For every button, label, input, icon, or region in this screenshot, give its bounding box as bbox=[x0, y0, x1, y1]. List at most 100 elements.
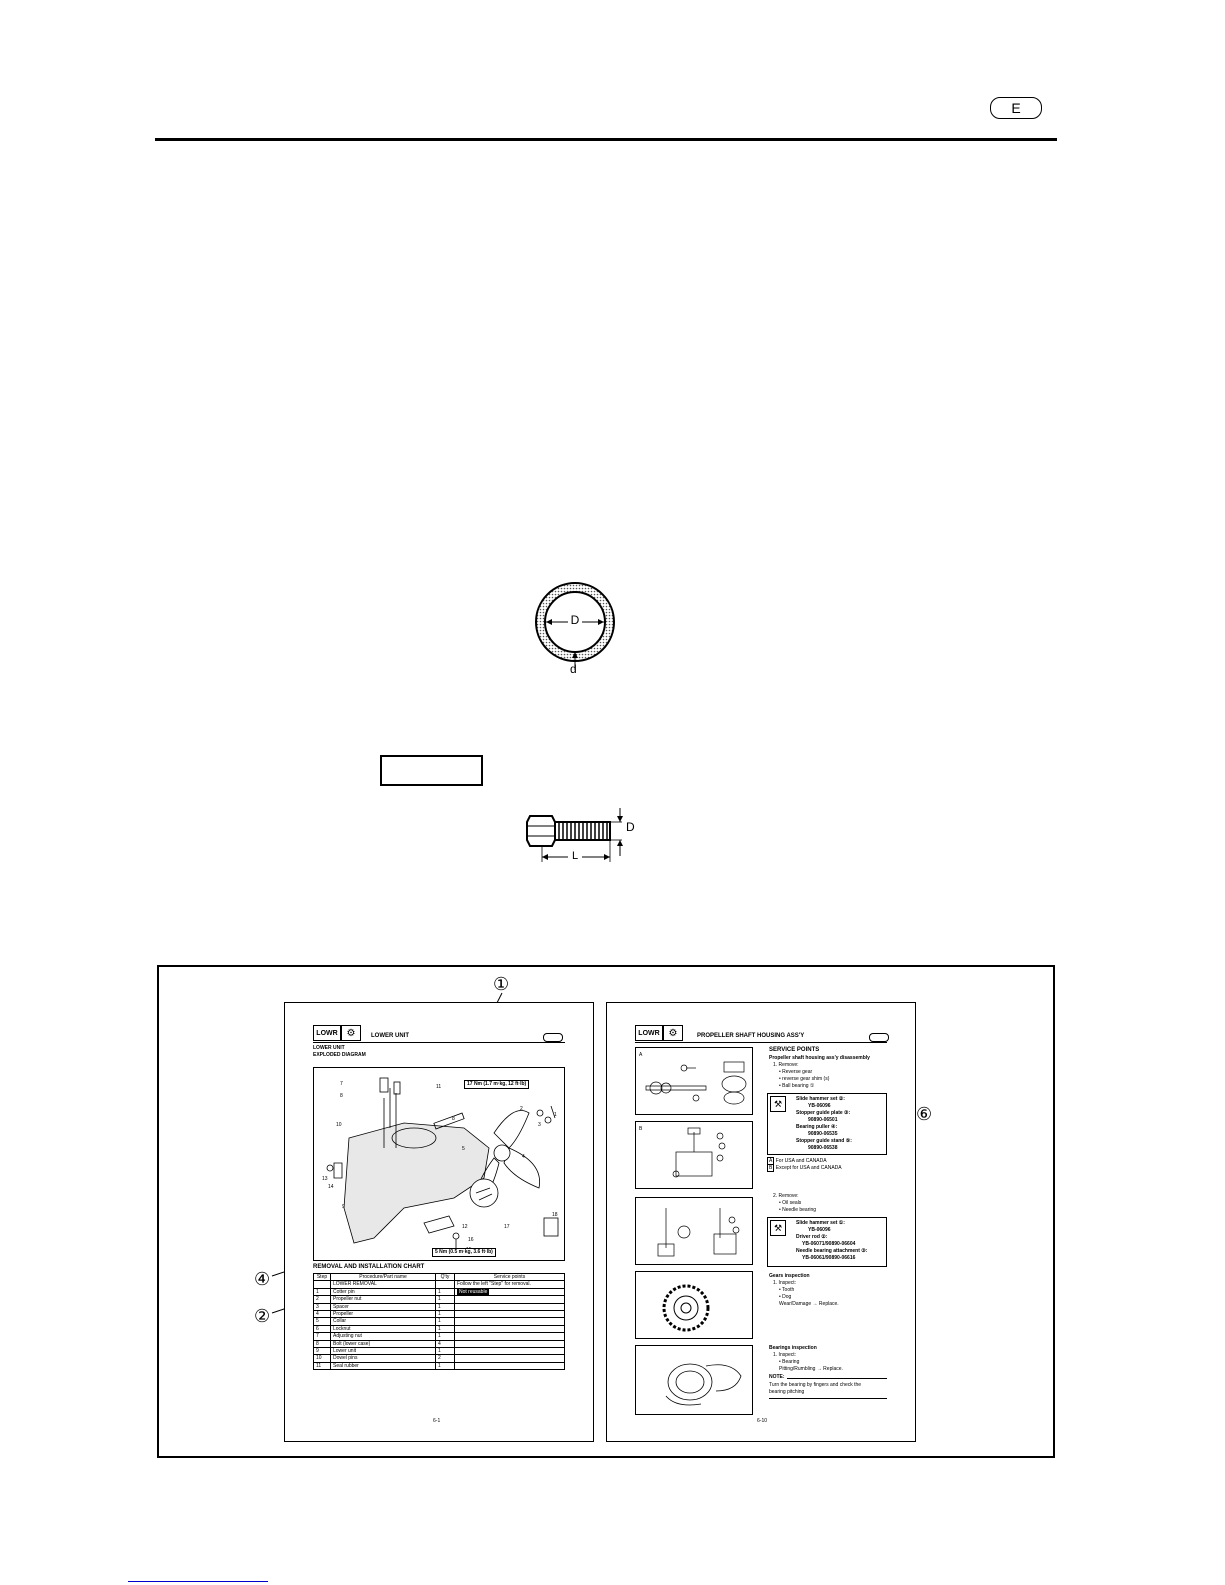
chart-cell: 1 bbox=[435, 1332, 455, 1341]
step-2-item: • Needle bearing bbox=[779, 1207, 817, 1213]
footnote-a-text: For USA and CANADA bbox=[775, 1158, 827, 1164]
svg-text:1: 1 bbox=[554, 1112, 557, 1118]
illustration-needle-bearing bbox=[635, 1197, 753, 1265]
svg-text:9: 9 bbox=[342, 1204, 345, 1210]
chart-cell: Spacer bbox=[330, 1302, 436, 1312]
svg-text:16: 16 bbox=[468, 1237, 474, 1243]
chart-cell: 7 bbox=[313, 1332, 331, 1341]
svg-text:4: 4 bbox=[522, 1154, 525, 1160]
bearings-inspection-title: Bearings inspection bbox=[769, 1345, 817, 1351]
page-title: LOWER UNIT bbox=[371, 1033, 409, 1039]
gears-step: 1. Inspect: bbox=[773, 1280, 797, 1286]
svg-text:3: 3 bbox=[538, 1122, 541, 1128]
chart-cell: 1 bbox=[435, 1317, 455, 1326]
chart-cell: 1 bbox=[435, 1324, 455, 1334]
note-label: NOTE: bbox=[769, 1374, 785, 1380]
chart-cell: 1 bbox=[435, 1287, 455, 1297]
tool-icon: ⚒ bbox=[770, 1220, 786, 1236]
chart-cell: Propeller bbox=[330, 1310, 436, 1319]
tool-name: Driver rod ②: bbox=[796, 1234, 828, 1240]
page-title: PROPELLER SHAFT HOUSING ASS'Y bbox=[697, 1033, 805, 1039]
page-number: 6-1 bbox=[433, 1418, 441, 1424]
circle-label-D: D bbox=[568, 612, 582, 628]
header-rule bbox=[313, 1042, 565, 1043]
chart-cell: 2 bbox=[313, 1295, 331, 1304]
language-mark-icon bbox=[543, 1033, 563, 1042]
header-rule bbox=[635, 1042, 887, 1043]
chart-group-label: LOWER REMOVAL bbox=[330, 1280, 436, 1289]
footnote-a: A For USA and CANADA bbox=[767, 1157, 827, 1165]
section-code: LOWR bbox=[313, 1025, 341, 1041]
chart-cell: Adjusting nut bbox=[330, 1332, 436, 1341]
step-1-item: • reverse gear shim (s) bbox=[779, 1076, 830, 1082]
chart-cell: Seal rubber bbox=[330, 1361, 436, 1371]
tool-number: 90890-06535 bbox=[808, 1131, 838, 1137]
table-row: 1 Cotter pin 1 Not reusable bbox=[313, 1287, 565, 1297]
chart-cell: 1 bbox=[435, 1310, 455, 1319]
removal-installation-chart: Step Procedure/Part name Q'ty Service po… bbox=[313, 1272, 565, 1371]
tool-number: YB-06096 bbox=[808, 1227, 831, 1233]
chart-cell: Bolt (lower case) bbox=[330, 1339, 436, 1349]
callout-4: ④ bbox=[254, 1269, 271, 1289]
note-text: Turn the bearing by fingers and check th… bbox=[769, 1382, 862, 1388]
note-text: bearing pitching bbox=[769, 1389, 805, 1395]
section-symbol-icon: ⚙ bbox=[341, 1025, 361, 1041]
chart-cell: 8 bbox=[313, 1339, 331, 1349]
chart-cell: Propeller nut bbox=[330, 1295, 436, 1304]
footnote-b-text: Except for USA and CANADA bbox=[775, 1165, 842, 1171]
manual-example-frame bbox=[157, 965, 1055, 1458]
footnote-b: B Except for USA and CANADA bbox=[767, 1164, 842, 1172]
tool-name: Slide hammer set ①: bbox=[796, 1220, 845, 1226]
bolt-label-D: D bbox=[626, 820, 635, 834]
chart-cell: Cotter pin bbox=[330, 1287, 436, 1297]
right-manual-page: LOWR ⚙ PROPELLER SHAFT HOUSING ASS'Y A B bbox=[606, 1002, 916, 1442]
bearings-item: • Bearing bbox=[779, 1359, 800, 1365]
chart-cell: 1 bbox=[313, 1287, 331, 1297]
svg-text:5: 5 bbox=[462, 1146, 465, 1152]
not-reusable-stamp: Not reusable bbox=[457, 1288, 490, 1295]
tool-number: 90890-06501 bbox=[808, 1117, 838, 1123]
special-tools-box-1: ⚒ Slide hammer set ②: YB-06096 Stopper g… bbox=[767, 1093, 887, 1155]
svg-text:18: 18 bbox=[552, 1212, 558, 1218]
svg-text:12: 12 bbox=[462, 1224, 468, 1230]
illustration-bearing-hand bbox=[635, 1345, 753, 1415]
special-tools-box-2: ⚒ Slide hammer set ①: YB-06096 Driver ro… bbox=[767, 1217, 887, 1267]
bolt-diagram bbox=[526, 808, 623, 862]
svg-text:8: 8 bbox=[340, 1093, 343, 1099]
header-rule bbox=[155, 138, 1057, 141]
illustration-letter: B bbox=[639, 1126, 643, 1132]
chart-cell: Locknut bbox=[330, 1324, 436, 1334]
section-code: LOWR bbox=[635, 1025, 663, 1041]
step-2-item: • Oil seals bbox=[779, 1200, 802, 1206]
section-symbol-icon: ⚙ bbox=[663, 1025, 683, 1041]
illustration-a: A bbox=[635, 1047, 753, 1115]
subtitle-1: LOWER UNIT bbox=[313, 1045, 345, 1051]
gears-inspection-title: Gears inspection bbox=[769, 1273, 810, 1279]
tool-number: YB-06071/90890-06604 bbox=[802, 1241, 856, 1247]
chart-group-row: LOWER REMOVAL Follow the left "Step" for… bbox=[313, 1280, 565, 1289]
svg-text:11: 11 bbox=[436, 1084, 441, 1090]
gears-item: Wear/Damage → Replace. bbox=[779, 1301, 839, 1307]
language-mark-icon bbox=[869, 1033, 889, 1042]
chart-cell: 10 bbox=[313, 1354, 331, 1363]
blank-label-box bbox=[380, 755, 483, 786]
illustration-b: B bbox=[635, 1121, 753, 1189]
bearings-step: 1. Inspect: bbox=[773, 1352, 797, 1358]
svg-text:2: 2 bbox=[520, 1106, 523, 1112]
torque-spec-2: 5 Nm (0.5 m·kg, 3.6 ft·lb) bbox=[432, 1248, 496, 1257]
callout-6: ⑥ bbox=[916, 1104, 933, 1124]
tool-number: YB-06061/90890-06616 bbox=[802, 1255, 856, 1261]
tool-name: Stopper guide plate ③: bbox=[796, 1110, 851, 1116]
subtitle-2: EXPLODED DIAGRAM bbox=[313, 1052, 366, 1058]
tool-name: Stopper guide stand ⑤: bbox=[796, 1138, 852, 1144]
step-1: 1. Remove: bbox=[773, 1062, 799, 1068]
left-manual-page: LOWR ⚙ LOWER UNIT LOWER UNIT EXPLODED DI… bbox=[284, 1002, 594, 1442]
chart-cell: 1 bbox=[435, 1361, 455, 1371]
callout-1: ① bbox=[493, 974, 510, 994]
chart-cell: 11 bbox=[313, 1361, 331, 1371]
